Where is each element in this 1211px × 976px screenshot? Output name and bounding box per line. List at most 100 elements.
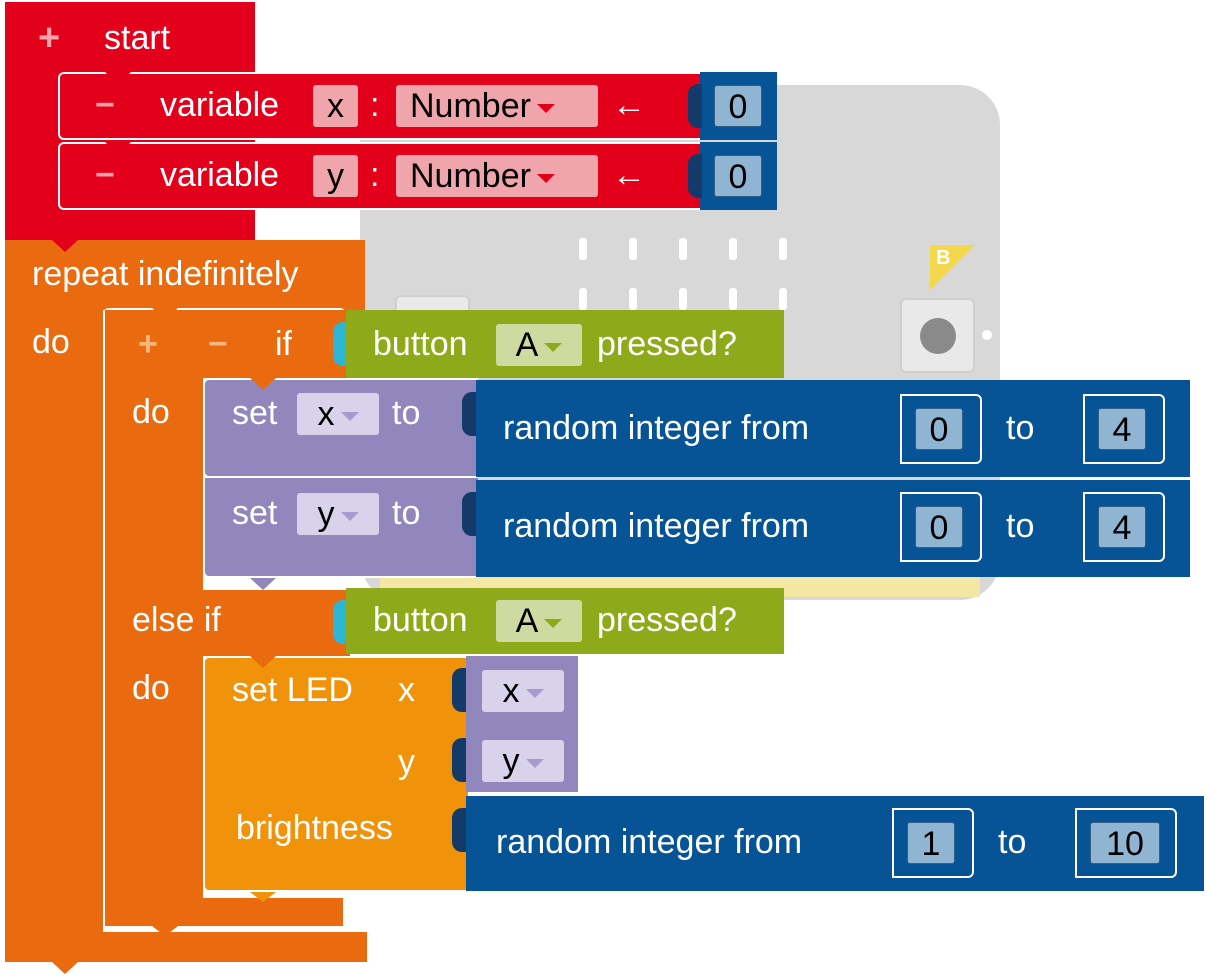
input-notch bbox=[462, 392, 476, 436]
remove-var-x-icon[interactable]: − bbox=[95, 86, 115, 124]
random-label: random integer from bbox=[503, 409, 810, 447]
chevron-down-icon bbox=[340, 411, 359, 421]
input-notch bbox=[688, 84, 702, 128]
random-to-slot bbox=[1083, 394, 1165, 464]
if-do-label: do bbox=[132, 393, 170, 431]
chevron-down-icon bbox=[340, 511, 359, 521]
chevron-down-icon bbox=[525, 758, 544, 768]
repeat-do-label: do bbox=[32, 323, 70, 361]
input-notch bbox=[688, 154, 702, 198]
button-b-hardware bbox=[900, 298, 975, 373]
random-from-slot bbox=[900, 492, 982, 562]
random-y-from-input[interactable]: 0 bbox=[915, 506, 963, 548]
notch bbox=[250, 378, 276, 390]
random-integer-block-y[interactable] bbox=[476, 480, 1190, 577]
if-bottom-bar bbox=[105, 898, 343, 926]
led-matrix bbox=[575, 238, 795, 318]
repeat-left-bar bbox=[5, 308, 103, 938]
random-integer-block-brightness[interactable] bbox=[466, 796, 1204, 891]
led-x-label: x bbox=[398, 671, 415, 709]
random-x-max-input[interactable]: 4 bbox=[1098, 408, 1146, 450]
notch bbox=[105, 72, 131, 84]
notch bbox=[250, 892, 276, 902]
button-word: button bbox=[373, 601, 468, 639]
input-notch bbox=[333, 600, 347, 644]
led-x-var-dropdown[interactable]: x bbox=[482, 670, 564, 712]
else-if-do-label: do bbox=[132, 669, 170, 707]
set-label: set bbox=[232, 394, 278, 432]
start-label: start bbox=[104, 19, 171, 57]
input-notch bbox=[333, 322, 347, 366]
led-y-var-dropdown[interactable]: y bbox=[482, 740, 564, 782]
colon: : bbox=[370, 156, 380, 194]
button-word: button bbox=[373, 325, 468, 363]
set-x-var-dropdown[interactable]: x bbox=[297, 393, 379, 435]
chevron-down-icon bbox=[544, 342, 563, 352]
input-notch bbox=[452, 668, 466, 712]
variable-x-block[interactable] bbox=[58, 72, 703, 140]
pressed-label: pressed? bbox=[597, 325, 737, 363]
chevron-down-icon bbox=[536, 173, 555, 183]
brightness-from-input[interactable]: 1 bbox=[907, 822, 955, 864]
variable-y-block[interactable] bbox=[58, 142, 703, 210]
chevron-down-icon bbox=[544, 618, 563, 628]
var-keyword: variable bbox=[160, 156, 280, 194]
repeat-bottom-bar bbox=[5, 932, 367, 962]
input-notch bbox=[452, 808, 466, 852]
else-if-row bbox=[105, 590, 350, 656]
button-select-dropdown-1[interactable]: A bbox=[496, 324, 582, 366]
random-y-max-input[interactable]: 4 bbox=[1098, 506, 1146, 548]
var-x-name[interactable]: x bbox=[313, 85, 358, 127]
random-to-slot bbox=[1075, 808, 1177, 878]
notch bbox=[52, 240, 78, 252]
random-from-slot bbox=[900, 394, 982, 464]
notch bbox=[105, 142, 131, 154]
led-y-label: y bbox=[398, 743, 415, 781]
colon: : bbox=[370, 86, 380, 124]
brightness-max-input[interactable]: 10 bbox=[1090, 822, 1160, 864]
notch bbox=[250, 578, 276, 590]
random-integer-block-x[interactable] bbox=[476, 380, 1190, 477]
start-plus-icon[interactable]: + bbox=[38, 17, 61, 59]
var-keyword: variable bbox=[160, 86, 280, 124]
assign-arrow: ← bbox=[612, 156, 646, 194]
var-x-type-dropdown[interactable]: Number bbox=[396, 85, 598, 127]
var-x-value-input[interactable]: 0 bbox=[714, 85, 762, 127]
notch bbox=[52, 962, 78, 974]
random-x-from-input[interactable]: 0 bbox=[915, 408, 963, 450]
pressed-label: pressed? bbox=[597, 601, 737, 639]
remove-var-y-icon[interactable]: − bbox=[95, 156, 115, 194]
random-label: random integer from bbox=[503, 507, 810, 545]
assign-arrow: ← bbox=[612, 86, 646, 124]
chevron-down-icon bbox=[525, 688, 544, 698]
to-label: to bbox=[392, 494, 421, 532]
led-brightness-label: brightness bbox=[236, 809, 393, 847]
remove-else-if-icon[interactable]: − bbox=[208, 325, 228, 363]
random-to-label: to bbox=[1006, 507, 1035, 545]
random-from-slot bbox=[892, 808, 974, 878]
chevron-down-icon bbox=[536, 103, 555, 113]
set-label: set bbox=[232, 494, 278, 532]
notch bbox=[250, 478, 276, 490]
random-to-label: to bbox=[1006, 409, 1035, 447]
set-led-label: set LED bbox=[232, 671, 353, 709]
notch bbox=[152, 926, 178, 936]
notch bbox=[250, 656, 276, 668]
board-dot bbox=[982, 330, 992, 340]
random-to-label: to bbox=[998, 823, 1027, 861]
random-to-slot bbox=[1083, 492, 1165, 562]
else-if-label: else if bbox=[132, 601, 221, 639]
to-label: to bbox=[392, 394, 421, 432]
input-notch bbox=[452, 738, 466, 782]
if-block[interactable] bbox=[105, 310, 350, 378]
if-label: if bbox=[275, 325, 292, 363]
random-label: random integer from bbox=[496, 823, 803, 861]
var-y-type-dropdown[interactable]: Number bbox=[396, 155, 598, 197]
notch bbox=[152, 308, 178, 320]
var-y-name[interactable]: y bbox=[313, 155, 358, 197]
add-else-if-icon[interactable]: + bbox=[138, 325, 158, 363]
var-y-value-input[interactable]: 0 bbox=[714, 155, 762, 197]
set-led-block[interactable] bbox=[203, 656, 468, 892]
set-y-var-dropdown[interactable]: y bbox=[297, 493, 379, 535]
button-select-dropdown-2[interactable]: A bbox=[496, 600, 582, 642]
